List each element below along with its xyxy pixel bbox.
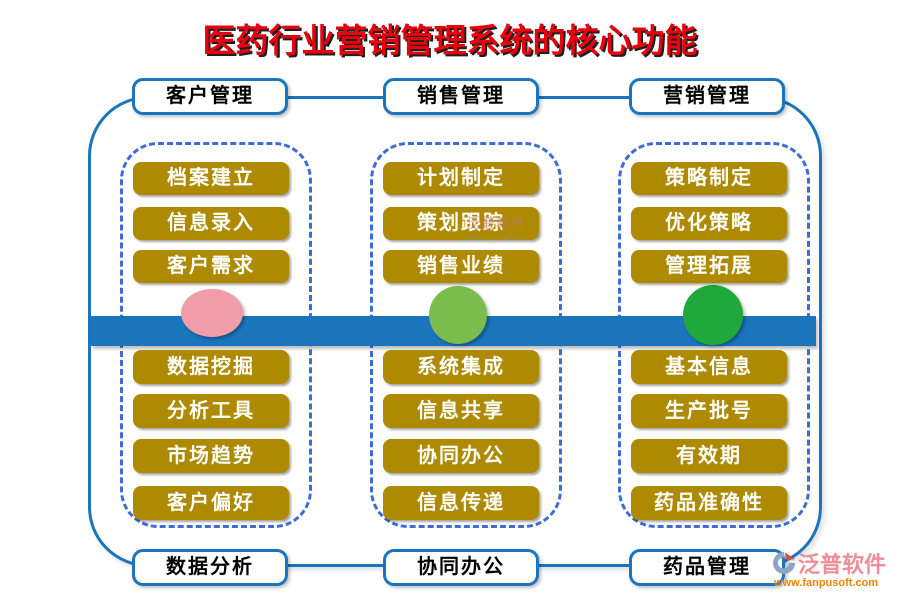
item-data-mining: 数据挖掘 xyxy=(133,350,289,384)
fanpu-logo: 泛普软件 www.fanpusoft.com xyxy=(772,547,897,592)
item-system-integration: 系统集成 xyxy=(383,350,539,384)
item-analysis-tools: 分析工具 xyxy=(133,394,289,428)
item-drug-accuracy: 药品准确性 xyxy=(631,486,787,520)
item-basic-info: 基本信息 xyxy=(631,350,787,384)
item-info-entry: 信息录入 xyxy=(133,207,289,240)
item-customer-needs: 客户需求 xyxy=(133,250,289,283)
fanpu-logo-icon xyxy=(772,551,796,575)
item-production-batch: 生产批号 xyxy=(631,394,787,428)
drug-management-label: 药品管理 xyxy=(629,549,785,586)
item-strategy-formulation: 策略制定 xyxy=(631,162,787,195)
item-strategy-optimization: 优化策略 xyxy=(631,207,787,240)
item-plan-formulation: 计划制定 xyxy=(383,162,539,195)
item-sales-performance: 销售业绩 xyxy=(383,250,539,283)
sales-circle xyxy=(429,286,487,344)
item-file-creation: 档案建立 xyxy=(133,162,289,195)
marketing-management-label: 营销管理 xyxy=(629,78,785,115)
item-market-trends: 市场趋势 xyxy=(133,439,289,473)
watermark-subtext: www.fanpusoft.com xyxy=(466,235,527,242)
customer-management-label: 客户管理 xyxy=(132,78,288,115)
page-title: 医药行业营销管理系统的核心功能 xyxy=(202,22,698,59)
logo-url: www.fanpusoft.com xyxy=(774,577,879,589)
collaboration-label: 协同办公 xyxy=(383,549,539,586)
marketing-circle xyxy=(683,285,743,345)
center-watermark: 泛普软件 www.fanpusoft.com xyxy=(466,216,527,246)
watermark-text: 泛普软件 xyxy=(466,215,526,231)
item-info-sharing: 信息共享 xyxy=(383,394,539,428)
item-management-expansion: 管理拓展 xyxy=(631,250,787,283)
logo-name: 泛普软件 xyxy=(798,552,887,577)
item-customer-preferences: 客户偏好 xyxy=(133,486,289,520)
item-collaborative-office: 协同办公 xyxy=(383,439,539,473)
sales-management-label: 销售管理 xyxy=(383,78,539,115)
customer-circle xyxy=(181,289,243,337)
data-analysis-label: 数据分析 xyxy=(132,549,288,586)
item-planning-tracking: 策划跟踪 xyxy=(383,207,539,240)
item-validity-period: 有效期 xyxy=(631,439,787,473)
item-info-transfer: 信息传递 xyxy=(383,486,539,520)
